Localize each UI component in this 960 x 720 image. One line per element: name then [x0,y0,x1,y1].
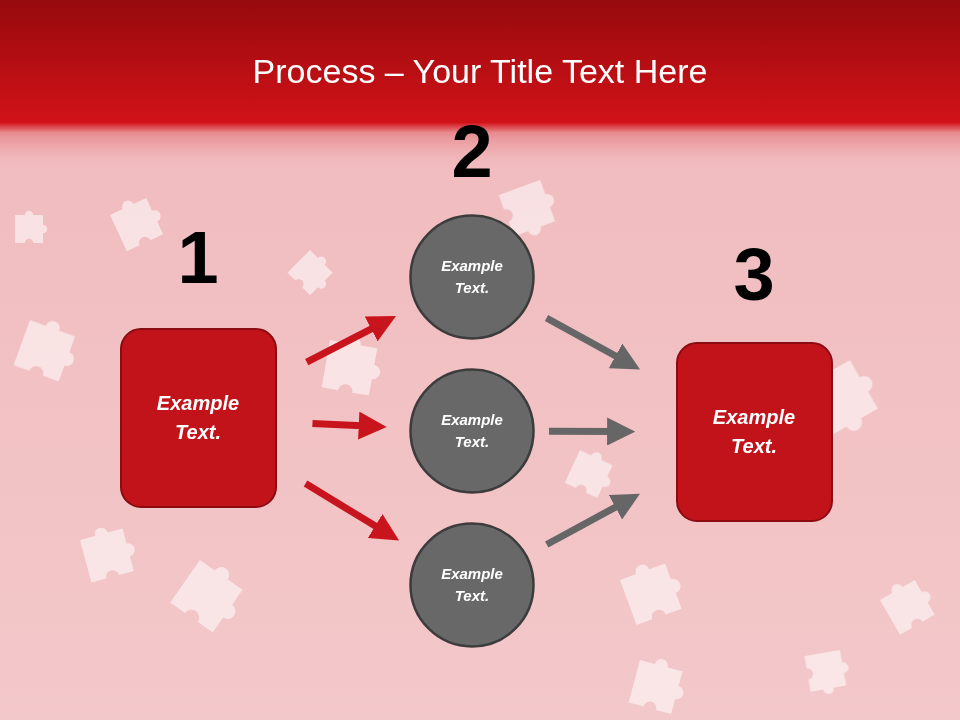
node-text: Example Text. [432,409,512,453]
circle-outline [409,522,535,648]
circle-outline [409,368,535,494]
box-outline [676,342,833,522]
process-box: Example Text. [676,342,833,522]
process-circle: Example Text. [409,214,535,340]
step-number: 3 [733,238,774,312]
flow-arrow [547,503,623,544]
node-text: Example Text. [432,563,512,607]
title-text: Process – Your Title Text Here [0,52,960,91]
puzzle-pieces [14,178,940,716]
process-circle: Example Text. [409,522,535,648]
node-text: Example Text. [699,403,809,461]
flow-arrow [549,428,616,435]
flow-arrow [312,423,367,426]
flow-arrow [306,484,383,531]
process-box: Example Text. [120,328,277,508]
step-number: 1 [177,221,218,295]
step-number: 2 [451,115,492,189]
box-outline [120,328,277,508]
process-circle: Example Text. [409,368,535,494]
circle-outline [409,214,535,340]
flow-arrow [307,325,379,362]
flow-arrow [546,318,622,360]
node-text: Example Text. [143,389,253,447]
node-text: Example Text. [432,255,512,299]
